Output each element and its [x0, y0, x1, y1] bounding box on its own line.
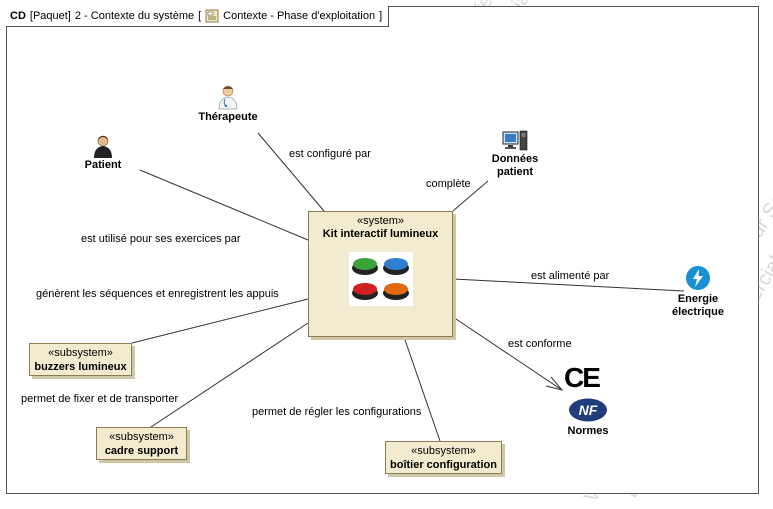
label-boitier: permet de régler les configurations	[252, 406, 422, 418]
label-patient: est utilisé pour ses exercices par	[81, 233, 241, 245]
subsystem-buzzers-lumineux[interactable]: «subsystem» buzzers lumineux	[29, 343, 132, 376]
actor-therapeute-label: Thérapeute	[198, 111, 258, 123]
subsystem-boitier-stereotype: «subsystem»	[411, 445, 476, 457]
diagram-name: 2 - Contexte du système	[74, 10, 195, 22]
system-name: Kit interactif lumineux	[322, 228, 439, 240]
actor-patient-label: Patient	[84, 159, 122, 171]
label-buzzers: génèrent les séquences et enregistrent l…	[36, 288, 279, 300]
label-normes: est conforme	[508, 338, 572, 350]
diagram-type: CD	[10, 10, 26, 22]
context-label: Contexte - Phase d'exploitation	[223, 10, 376, 22]
actor-patient[interactable]: Patient	[64, 134, 142, 172]
actor-donnees-patient[interactable]: Données patient	[478, 130, 552, 179]
document-icon	[205, 9, 219, 23]
actor-normes[interactable]: NF Normes	[560, 398, 616, 438]
subsystem-buzzers-stereotype: «subsystem»	[48, 347, 113, 359]
actor-energie-electrique[interactable]: Energie électrique	[662, 265, 734, 319]
actor-energie-label-1: Energie	[677, 293, 719, 305]
subsystem-cadre-name: cadre support	[104, 445, 179, 457]
blue-button	[383, 258, 408, 270]
nf-logo-text: NF	[579, 402, 598, 418]
system-block[interactable]: «system» Kit interactif lumineux	[308, 211, 453, 337]
label-donnees: complète	[426, 178, 471, 190]
actor-donnees-label-2: patient	[496, 166, 534, 178]
buzzers-image-icon	[348, 252, 413, 306]
actor-therapeute[interactable]: Thérapeute	[188, 84, 268, 124]
ce-mark-icon: CE	[564, 362, 601, 393]
actor-donnees-label-1: Données	[491, 153, 539, 165]
bracket-open: [	[198, 10, 202, 22]
actor-normes-label: Normes	[567, 425, 609, 437]
edge-normes[interactable]	[452, 316, 563, 391]
subsystem-boitier-configuration[interactable]: «subsystem» boîtier configuration	[385, 441, 502, 474]
diagram-title-tab: CD [Paquet] 2 - Contexte du système [ Co…	[6, 6, 390, 27]
label-therapeute: est configuré par	[289, 148, 371, 160]
doctor-icon	[218, 85, 238, 110]
subsystem-cadre-stereotype: «subsystem»	[109, 431, 174, 443]
label-energie: est alimenté par	[531, 270, 610, 282]
arrowhead-normes	[545, 376, 564, 391]
nf-logo-icon: NF	[569, 398, 607, 422]
person-icon	[94, 135, 112, 158]
actor-energie-label-2: électrique	[672, 306, 724, 318]
edge-energie[interactable]	[452, 278, 685, 292]
label-cadre: permet de fixer et de transporter	[21, 393, 179, 405]
lightning-icon	[686, 266, 710, 290]
diagram-package: [Paquet]	[29, 10, 71, 22]
edge-donnees[interactable]	[452, 180, 489, 212]
edge-buzzers[interactable]	[131, 298, 309, 344]
green-button	[352, 258, 377, 270]
computer-icon	[502, 130, 528, 151]
system-stereotype: «system»	[356, 215, 405, 227]
subsystem-cadre-support[interactable]: «subsystem» cadre support	[96, 427, 187, 460]
orange-button	[383, 283, 408, 295]
edge-patient[interactable]	[139, 169, 309, 241]
red-button	[352, 283, 377, 295]
edge-boitier[interactable]	[403, 336, 441, 442]
bracket-close: ]	[379, 10, 383, 22]
subsystem-buzzers-name: buzzers lumineux	[34, 361, 127, 373]
edge-therapeute[interactable]	[257, 132, 325, 212]
subsystem-boitier-name: boîtier configuration	[390, 459, 497, 471]
edge-cadre[interactable]	[147, 322, 309, 430]
